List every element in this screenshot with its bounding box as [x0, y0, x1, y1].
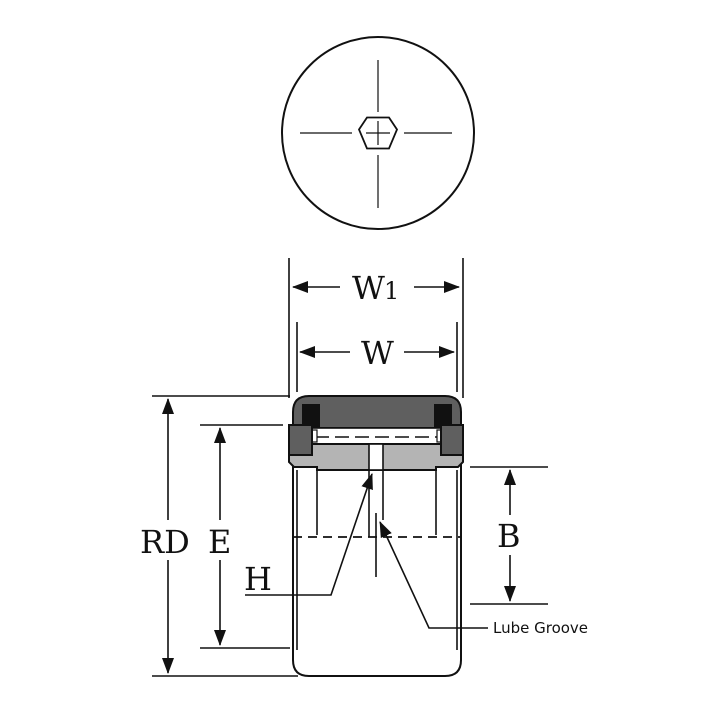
width-dimensions	[288, 258, 464, 398]
hex-socket-icon	[357, 116, 399, 150]
w1-subscript: 1	[384, 277, 399, 305]
end-view-circle	[281, 36, 475, 230]
rd-label: RD	[140, 523, 190, 561]
e-label: E	[208, 523, 231, 561]
bearing-section	[288, 395, 464, 677]
retainer-strip	[311, 427, 443, 445]
height-dimensions	[152, 395, 298, 677]
lube-hole	[368, 443, 384, 471]
h-leader	[245, 473, 373, 596]
outer-cup	[292, 455, 462, 677]
w1-label: W	[352, 269, 385, 307]
h-label: H	[244, 560, 272, 598]
lube-groove-leader	[379, 521, 488, 629]
side-block-right	[440, 424, 464, 456]
lube-groove-label: Lube Groove	[493, 619, 588, 637]
end-view	[281, 36, 475, 230]
b-label: B	[497, 517, 521, 555]
b-dimension	[470, 466, 548, 605]
center-crosshair	[300, 60, 452, 208]
side-block-left	[288, 424, 313, 456]
w-label: W	[361, 334, 394, 372]
shell-cap	[292, 395, 462, 429]
